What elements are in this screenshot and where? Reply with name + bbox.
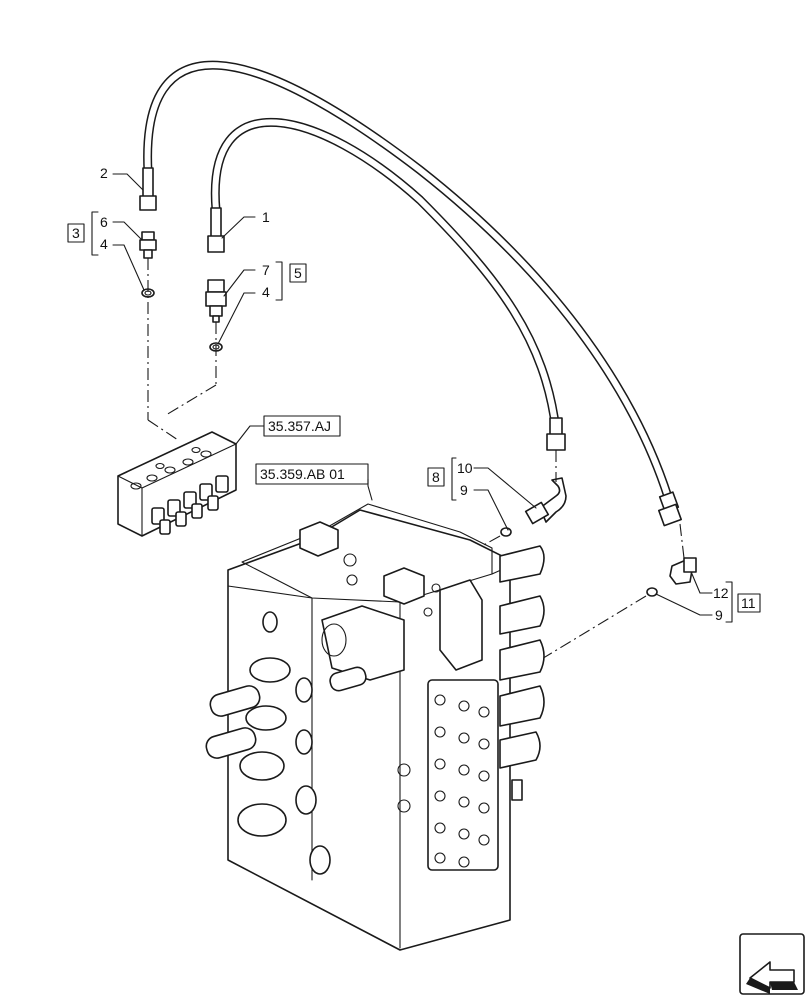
kit-box-11[interactable]: 11	[737, 593, 761, 613]
kit-box-3[interactable]: 3	[67, 223, 85, 243]
callout-10[interactable]: 10	[457, 460, 473, 476]
hose-end-fitting-outer-lower[interactable]	[658, 491, 682, 527]
kit-label-11: 11	[741, 595, 756, 611]
callout-7[interactable]: 7	[262, 262, 270, 278]
reference-35-357-aj: 35.357.AJ	[268, 418, 331, 434]
kit-label-3: 3	[72, 225, 80, 241]
kit-label-5: 5	[294, 265, 302, 281]
hose-assembly-outer[interactable]	[143, 60, 677, 515]
o-ring-9-left[interactable]	[500, 527, 512, 537]
callout-12[interactable]: 12	[713, 585, 729, 601]
reference-box-pilot-manifold[interactable]: 35.357.AJ	[263, 415, 341, 437]
elbow-fitting-10[interactable]	[524, 477, 567, 525]
pilot-manifold-block[interactable]	[117, 431, 237, 537]
reference-35-359-ab-01: 35.359.AB 01	[260, 466, 345, 482]
callout-9-right[interactable]: 9	[715, 607, 723, 623]
hose-assembly-inner[interactable]	[210, 118, 561, 435]
hose-end-fitting-1[interactable]	[207, 207, 225, 253]
kit-box-8[interactable]: 8	[427, 467, 445, 487]
callout-1[interactable]: 1	[262, 209, 270, 225]
callout-2[interactable]: 2	[100, 165, 108, 181]
main-control-valve[interactable]	[204, 503, 545, 951]
adapter-fitting-7[interactable]	[205, 279, 227, 323]
callout-6[interactable]: 6	[100, 214, 108, 230]
elbow-fitting-12[interactable]	[669, 557, 697, 585]
kit-box-5[interactable]: 5	[289, 263, 307, 283]
hose-end-fitting-2[interactable]	[139, 167, 157, 211]
callout-4-left[interactable]: 4	[100, 236, 108, 252]
next-page-arrow-icon[interactable]	[739, 933, 805, 995]
callout-4-right[interactable]: 4	[262, 284, 270, 300]
reference-box-control-valve[interactable]: 35.359.AB 01	[255, 463, 369, 485]
callout-9-left[interactable]: 9	[460, 482, 468, 498]
o-ring-9-right[interactable]	[646, 587, 658, 597]
adapter-fitting-6[interactable]	[139, 231, 157, 259]
valve-bolt-array	[397, 679, 499, 871]
hose-end-fitting-inner-lower[interactable]	[546, 417, 566, 451]
kit-label-8: 8	[432, 469, 440, 485]
